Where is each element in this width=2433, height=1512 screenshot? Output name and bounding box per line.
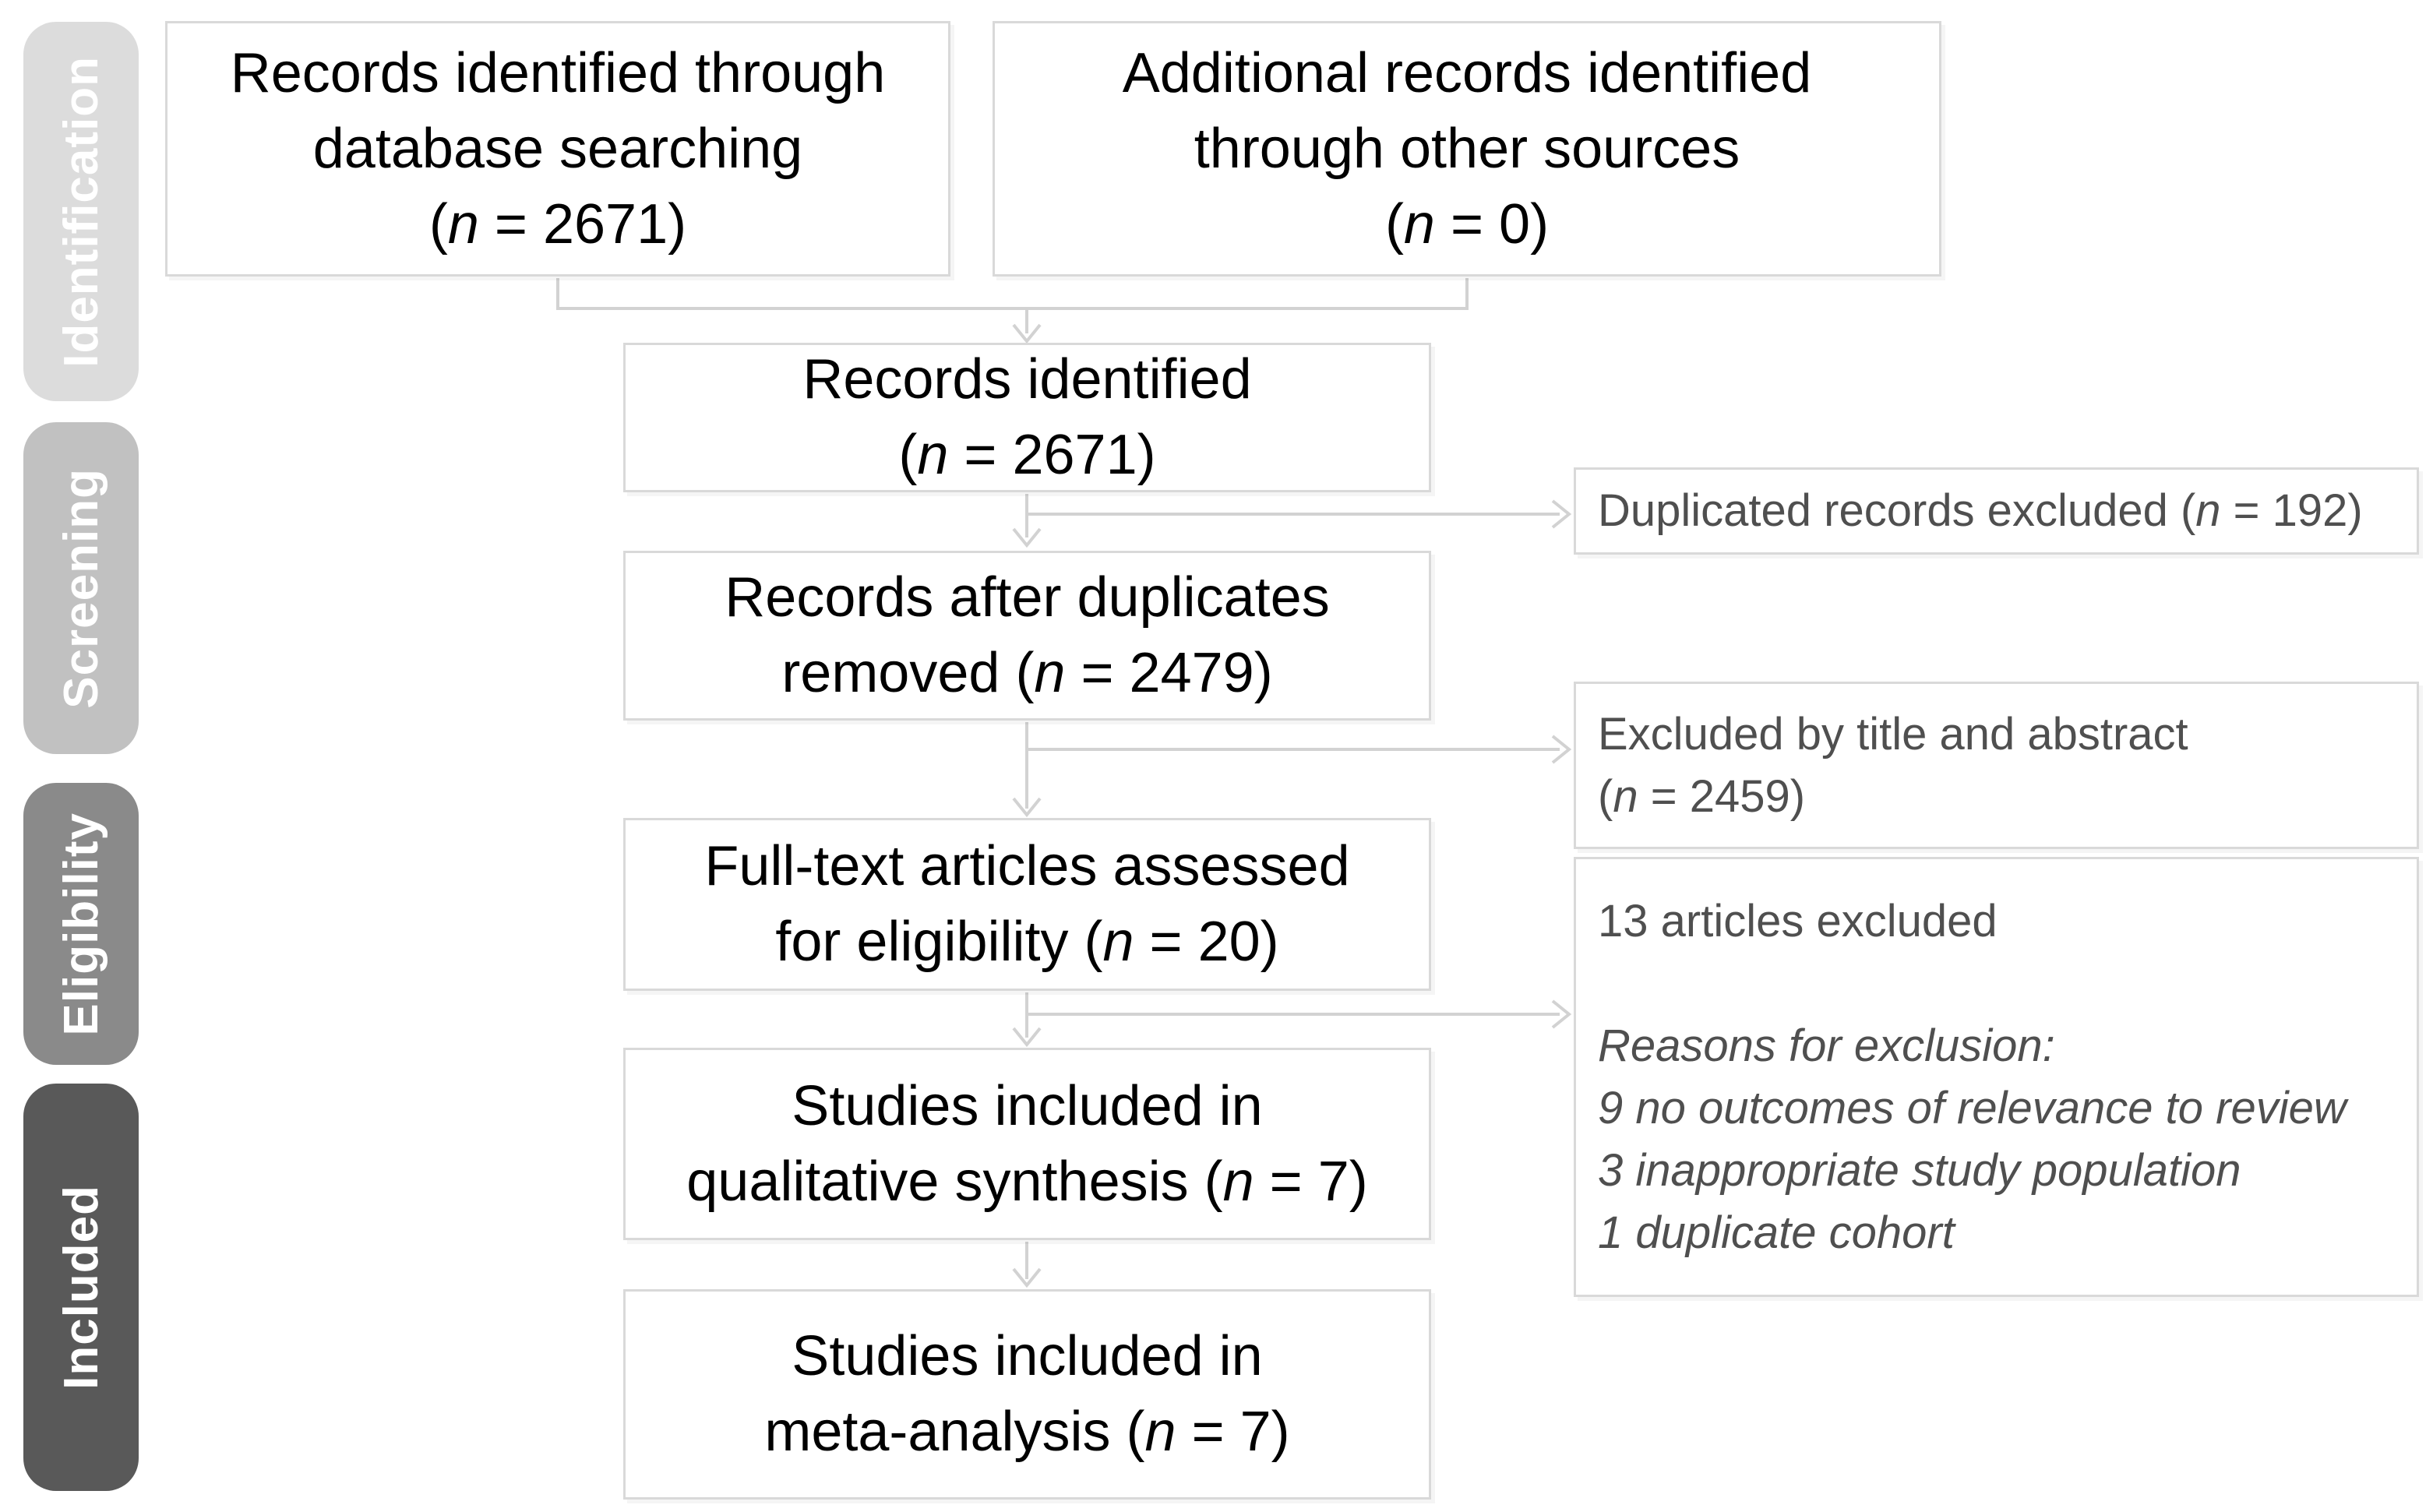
text-line: 13 articles excluded [1598,895,1998,946]
stage-label-identification: Identification [54,55,108,368]
text-line: Studies included in [792,1074,1263,1137]
stage-tab-screening: Screening [23,422,139,754]
text-line: Excluded by title and abstract [1598,708,2188,760]
text-line: Additional records identified [1122,41,1812,104]
stage-label-included: Included [54,1185,108,1390]
stage-tab-included: Included [23,1084,139,1491]
flow-box-records-database-searching: Records identified through database searc… [165,21,950,277]
text-line: (n = 0) [1384,192,1550,256]
text-line: 9 no outcomes of relevance to review [1598,1082,2347,1133]
flow-box-qualitative-synthesis: Studies included in qualitative synthesis… [623,1048,1431,1240]
text-line: qualitative synthesis (n = 7) [686,1150,1368,1213]
exclusion-box-duplicated-records: Duplicated records excluded (n = 192) [1574,467,2419,555]
stage-label-screening: Screening [54,467,108,709]
text-line: meta-analysis (n = 7) [764,1401,1290,1463]
text-line: Records identified through [230,41,886,104]
text-line: (n = 2671) [898,424,1156,486]
arrowhead-down-fulltext [1012,797,1042,818]
text-line: 3 inappropriate study population [1598,1144,2241,1196]
text-line: 1 duplicate cohort [1598,1207,1955,1258]
text-line: for eligibility (n = 20) [775,911,1279,973]
text-line: Studies included in [792,1325,1263,1387]
stage-tab-identification: Identification [23,22,139,401]
arrowhead-right-articles-excluded [1551,999,1572,1029]
arrowhead-right-title-abstract [1551,735,1572,764]
flow-box-fulltext-assessed: Full-text articles assessed for eligibili… [623,818,1431,991]
arrowhead-down-meta [1012,1267,1042,1288]
text-line: (n = 2459) [1598,770,1806,822]
stage-label-eligibility: Eligibility [54,812,108,1036]
text-line: Records after duplicates [725,566,1330,629]
flow-box-records-after-duplicates: Records after duplicates removed (n = 247… [623,551,1431,721]
text-line [1598,953,2401,1015]
arrowhead-right-duplicated [1551,499,1572,529]
exclusion-box-title-abstract: Excluded by title and abstract (n = 2459) [1574,682,2419,849]
flow-box-records-identified: Records identified (n = 2671) [623,343,1431,492]
text-line: through other sources [1194,117,1740,180]
text-line: database searching [312,117,803,180]
text-line: removed (n = 2479) [781,642,1273,704]
stage-tab-eligibility: Eligibility [23,783,139,1065]
flow-box-additional-records: Additional records identified through oth… [993,21,1941,277]
flow-box-meta-analysis: Studies included in meta-analysis (n = 7) [623,1289,1431,1500]
connector-merge-top [556,278,1469,333]
text-line: Reasons for exclusion: [1598,1020,2055,1071]
arrowhead-down-qualitative [1012,1027,1042,1048]
text-line: Records identified [802,348,1252,411]
arrowhead-down-identified [1012,323,1042,344]
text-line: (n = 2671) [428,192,687,256]
exclusion-box-articles-excluded: 13 articles excluded Reasons for exclusi… [1574,857,2419,1297]
arrowhead-down-afterdup [1012,527,1042,548]
text-line: Full-text articles assessed [704,835,1350,897]
text-line: Duplicated records excluded (n = 192) [1598,485,2363,536]
